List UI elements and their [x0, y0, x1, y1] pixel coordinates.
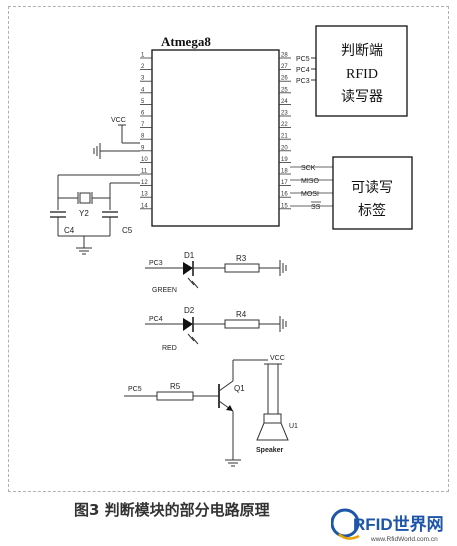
mcu-right-pins: 28 27 26 25 24 23 22 21 20 19 18 17 16 15: [279, 53, 291, 209]
led-circuit-red: PC4 D2 R4 RED: [145, 306, 287, 352]
right-pin-number: 24: [281, 99, 288, 105]
led1-color: GREEN: [152, 287, 177, 294]
rfidworld-logo: RFID世界网 www.RfidWorld.com.cn: [331, 508, 444, 543]
led2-d-label: D2: [184, 306, 195, 315]
led1-d-label: D1: [184, 251, 195, 260]
vcc-right-label: VCC: [270, 355, 285, 362]
right-pin-number: 25: [281, 87, 288, 93]
led2-pc-label: PC4: [149, 316, 163, 323]
diagram-frame: [8, 6, 449, 492]
left-pin-number: 8: [141, 134, 145, 140]
left-pin-number: 7: [141, 122, 145, 128]
r3-label: R3: [236, 254, 247, 263]
rw-tag-box: 可读写 标签: [332, 156, 413, 230]
pc-port-labels: PC5 PC4 PC3: [296, 56, 316, 85]
left-pin-number: 1: [141, 53, 145, 59]
led-circuit-green: PC3 D1 R3 GREEN: [145, 251, 287, 294]
right-pin-number: 28: [281, 53, 288, 59]
left-pin-number: 10: [141, 157, 148, 163]
r5-label: R5: [170, 382, 181, 391]
speaker-pc-label: PC5: [128, 386, 142, 393]
rfid-line2: RFID: [346, 67, 378, 82]
tag-line1: 可读写: [351, 179, 393, 196]
left-pin-number: 3: [141, 76, 145, 82]
speaker-label: Speaker: [256, 447, 284, 454]
right-pin-number: 15: [281, 203, 288, 209]
right-pin-number: 18: [281, 169, 288, 175]
tag-line2: 标签: [358, 202, 386, 219]
q1-label: Q1: [234, 384, 245, 393]
rfid-line3: 读写器: [341, 88, 383, 105]
left-pin-number: 4: [141, 87, 145, 93]
mcu-name: Atmega8: [161, 34, 211, 49]
right-pin-number: 22: [281, 122, 288, 128]
rfid-reader-box: 判断端 RFID 读写器: [315, 25, 408, 117]
c5-label: C5: [122, 226, 133, 235]
mosi-label: MOSI: [301, 191, 319, 198]
right-pin-number: 17: [281, 180, 288, 186]
left-pin-number: 13: [141, 192, 148, 198]
miso-label: MISO: [301, 178, 319, 185]
r4-label: R4: [236, 310, 247, 319]
left-pin-number: 11: [141, 169, 148, 175]
left-pin-number: 2: [141, 64, 145, 70]
spi-labels: SCK MISO MOSI SS: [290, 165, 333, 211]
left-pin-number: 12: [141, 180, 148, 186]
right-pin-number: 23: [281, 111, 288, 117]
ss-label: SS: [311, 204, 321, 211]
figure-caption: 图3 判断模块的部分电路原理: [74, 501, 270, 519]
right-pin-number: 21: [281, 134, 288, 140]
led1-pc-label: PC3: [149, 260, 163, 267]
right-pin-number: 27: [281, 64, 288, 70]
left-pin-number: 14: [141, 203, 148, 209]
pc4-label: PC4: [296, 67, 310, 74]
left-pin-number: 5: [141, 99, 145, 105]
left-power: VCC: [93, 117, 140, 159]
right-pin-number: 19: [281, 157, 288, 163]
crystal-circuit: Y2 C4 C5: [50, 174, 140, 255]
right-pin-number: 16: [281, 192, 288, 198]
c4-label: C4: [64, 226, 75, 235]
pc5-label: PC5: [296, 56, 310, 63]
left-pin-number: 9: [141, 145, 145, 151]
pc3-label: PC3: [296, 78, 310, 85]
vcc-left-label: VCC: [111, 117, 126, 124]
mcu-chip: Atmega8: [151, 34, 280, 227]
sck-label: SCK: [301, 165, 316, 172]
rfid-line1: 判断端: [341, 43, 383, 59]
logo-url: www.RfidWorld.com.cn: [370, 536, 438, 543]
speaker-circuit: PC5 R5 Q1 VCC U1 Speaker: [124, 355, 298, 467]
right-pin-number: 26: [281, 76, 288, 82]
left-pin-number: 6: [141, 111, 145, 117]
u1-label: U1: [289, 423, 298, 430]
y2-label: Y2: [79, 209, 89, 218]
right-pin-number: 20: [281, 145, 288, 151]
led2-color: RED: [162, 345, 177, 352]
logo-brand: RFID世界网: [353, 515, 444, 534]
